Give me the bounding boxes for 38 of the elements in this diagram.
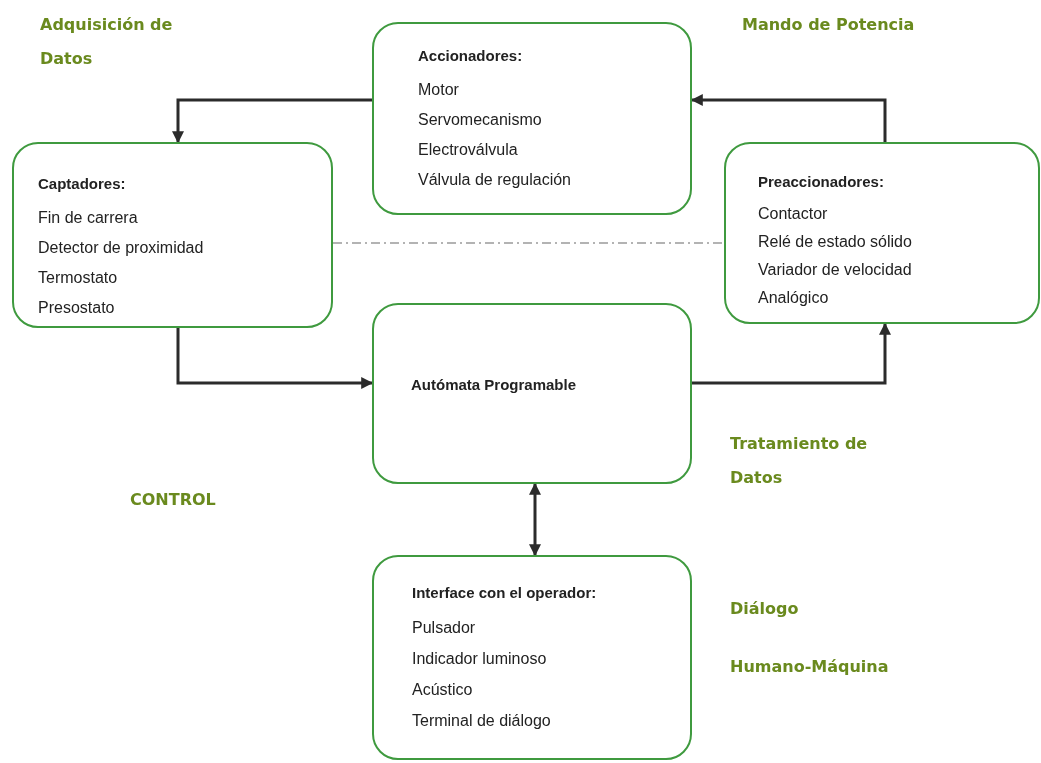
arrow [172,98,372,144]
list-item: Analógico [758,288,829,308]
arrow [529,482,541,557]
section-label: Tratamiento de Datos [730,433,869,489]
list-item: Contactor [758,204,828,224]
list-item: Detector de proximidad [38,238,204,258]
list-item: Acústico [412,680,473,700]
process-box [372,22,692,215]
process-box [372,303,692,484]
process-box [372,555,692,760]
list-item: Variador de velocidad [758,260,912,280]
list-item: Válvula de regulación [418,170,571,190]
arrow [692,322,891,385]
box-heading: Preaccionadores: [758,172,884,192]
list-item: Terminal de diálogo [412,711,551,731]
list-item: Relé de estado sólido [758,232,912,252]
list-item: Fin de carrera [38,208,138,228]
list-item: Motor [418,80,459,100]
section-label: CONTROL [130,489,217,511]
section-label: Mando de Potencia [742,14,916,36]
section-label: Humano-Máquina [730,656,890,678]
process-box [724,142,1040,324]
box-heading: Captadores: [38,174,126,194]
box-heading: Interface con el operador: [412,583,597,603]
list-item: Electroválvula [418,140,518,160]
box-heading: Accionadores: [418,46,523,66]
dash-dot-line [332,242,725,244]
process-box [12,142,333,328]
list-item: Indicador luminoso [412,649,547,669]
section-label: Adquisición de Datos [40,14,174,70]
list-item: Termostato [38,268,118,288]
list-item: Presostato [38,298,115,318]
list-item: Pulsador [412,618,476,638]
arrow [690,94,887,142]
box-heading: Autómata Programable [411,375,577,395]
section-label: Diálogo [730,598,800,620]
arrow [176,328,374,389]
list-item: Servomecanismo [418,110,542,130]
